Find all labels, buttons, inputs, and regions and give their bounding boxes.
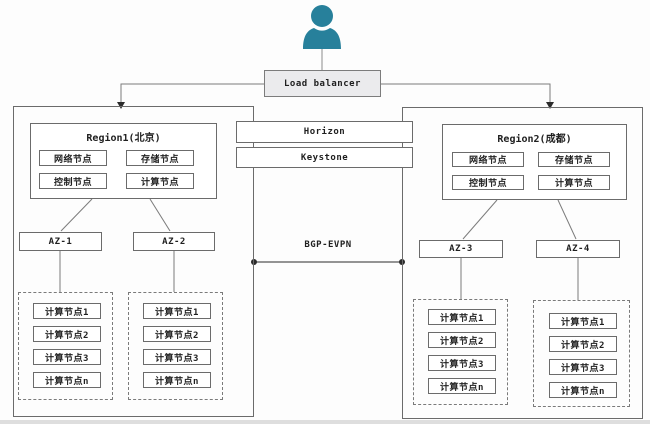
load-balancer-label: Load balancer bbox=[284, 78, 361, 89]
compute-node-box: 计算节点2 bbox=[549, 336, 617, 352]
node-label: 计算节点3 bbox=[155, 353, 199, 364]
compute-node-box: 计算节点1 bbox=[143, 303, 211, 319]
arrow-down-right bbox=[546, 102, 554, 109]
region1-control-node: 控制节点 bbox=[39, 173, 107, 189]
compute-node-box: 计算节点n bbox=[428, 378, 496, 394]
region2-title: Region2(成都) bbox=[497, 134, 572, 145]
az4-node-group: 计算节点1 计算节点2 计算节点3 计算节点n bbox=[533, 300, 630, 407]
horizon-label: Horizon bbox=[303, 127, 346, 137]
compute-node-box: 计算节点2 bbox=[143, 326, 211, 342]
az-label: AZ-3 bbox=[449, 244, 473, 254]
az4-box: AZ-4 bbox=[536, 240, 620, 258]
compute-node-box: 计算节点3 bbox=[549, 359, 617, 375]
node-label: 控制节点 bbox=[468, 179, 507, 189]
node-label: 计算节点n bbox=[440, 382, 484, 393]
node-label: 计算节点1 bbox=[155, 307, 199, 318]
region2-network-node: 网络节点 bbox=[452, 152, 524, 167]
horizon-box: Horizon bbox=[236, 121, 413, 143]
node-label: 计算节点2 bbox=[155, 330, 199, 341]
compute-node-box: 计算节点n bbox=[33, 372, 101, 388]
node-label: 控制节点 bbox=[53, 177, 92, 188]
load-balancer-box: Load balancer bbox=[264, 70, 381, 97]
compute-node-box: 计算节点3 bbox=[428, 355, 496, 371]
node-label: 存储节点 bbox=[140, 154, 179, 165]
compute-node-box: 计算节点2 bbox=[428, 332, 496, 348]
compute-node-box: 计算节点3 bbox=[143, 349, 211, 365]
region1-container bbox=[13, 106, 254, 417]
az-label: AZ-2 bbox=[162, 236, 186, 247]
link-endpoint-left bbox=[251, 259, 257, 265]
node-label: 计算节点n bbox=[45, 376, 89, 387]
node-label: 网络节点 bbox=[53, 154, 92, 165]
bgp-evpn-label: BGP-EVPN bbox=[304, 240, 352, 250]
bottom-edge-strip bbox=[0, 420, 650, 424]
keystone-label: Keystone bbox=[300, 152, 349, 163]
region2-box: Region2(成都) 网络节点 存储节点 控制节点 计算节点 bbox=[442, 124, 627, 200]
node-label: 计算节点2 bbox=[561, 340, 605, 351]
region1-box: Region1(北京) 网络节点 存储节点 控制节点 计算节点 bbox=[30, 123, 217, 199]
az2-node-group: 计算节点1 计算节点2 计算节点3 计算节点n bbox=[128, 292, 223, 400]
node-label: 计算节点3 bbox=[440, 359, 484, 370]
region2-control-node: 控制节点 bbox=[452, 175, 524, 190]
node-label: 存储节点 bbox=[554, 156, 593, 166]
region2-storage-node: 存储节点 bbox=[538, 152, 610, 167]
region1-compute-node: 计算节点 bbox=[126, 173, 194, 189]
compute-node-box: 计算节点1 bbox=[428, 309, 496, 325]
region1-storage-node: 存储节点 bbox=[126, 150, 194, 166]
az3-node-group: 计算节点1 计算节点2 计算节点3 计算节点n bbox=[413, 299, 508, 405]
compute-node-box: 计算节点2 bbox=[33, 326, 101, 342]
node-label: 计算节点 bbox=[554, 179, 593, 189]
region2-container bbox=[402, 107, 643, 419]
compute-node-box: 计算节点n bbox=[143, 372, 211, 388]
az1-box: AZ-1 bbox=[19, 232, 102, 251]
compute-node-box: 计算节点n bbox=[549, 382, 617, 398]
node-label: 计算节点2 bbox=[440, 336, 484, 347]
az1-node-group: 计算节点1 计算节点2 计算节点3 计算节点n bbox=[18, 292, 113, 400]
az-label: AZ-1 bbox=[48, 236, 73, 247]
region1-network-node: 网络节点 bbox=[39, 150, 107, 166]
region1-title: Region1(北京) bbox=[86, 133, 161, 144]
compute-node-box: 计算节点1 bbox=[33, 303, 101, 319]
node-label: 计算节点1 bbox=[440, 313, 484, 324]
region2-compute-node: 计算节点 bbox=[538, 175, 610, 190]
node-label: 计算节点3 bbox=[561, 363, 605, 374]
arrow-down-left bbox=[117, 102, 125, 109]
person-icon bbox=[303, 5, 341, 49]
node-label: 计算节点2 bbox=[45, 330, 89, 341]
node-label: 计算节点 bbox=[140, 177, 179, 188]
node-label: 计算节点n bbox=[155, 376, 199, 387]
compute-node-box: 计算节点1 bbox=[549, 313, 617, 329]
node-label: 计算节点1 bbox=[45, 307, 89, 318]
az3-box: AZ-3 bbox=[419, 240, 503, 258]
az2-box: AZ-2 bbox=[133, 232, 215, 251]
node-label: 计算节点n bbox=[561, 386, 605, 397]
node-label: 计算节点3 bbox=[45, 353, 89, 364]
compute-node-box: 计算节点3 bbox=[33, 349, 101, 365]
node-label: 计算节点1 bbox=[561, 317, 605, 328]
keystone-box: Keystone bbox=[236, 147, 413, 168]
az-label: AZ-4 bbox=[566, 244, 590, 254]
node-label: 网络节点 bbox=[468, 156, 507, 166]
